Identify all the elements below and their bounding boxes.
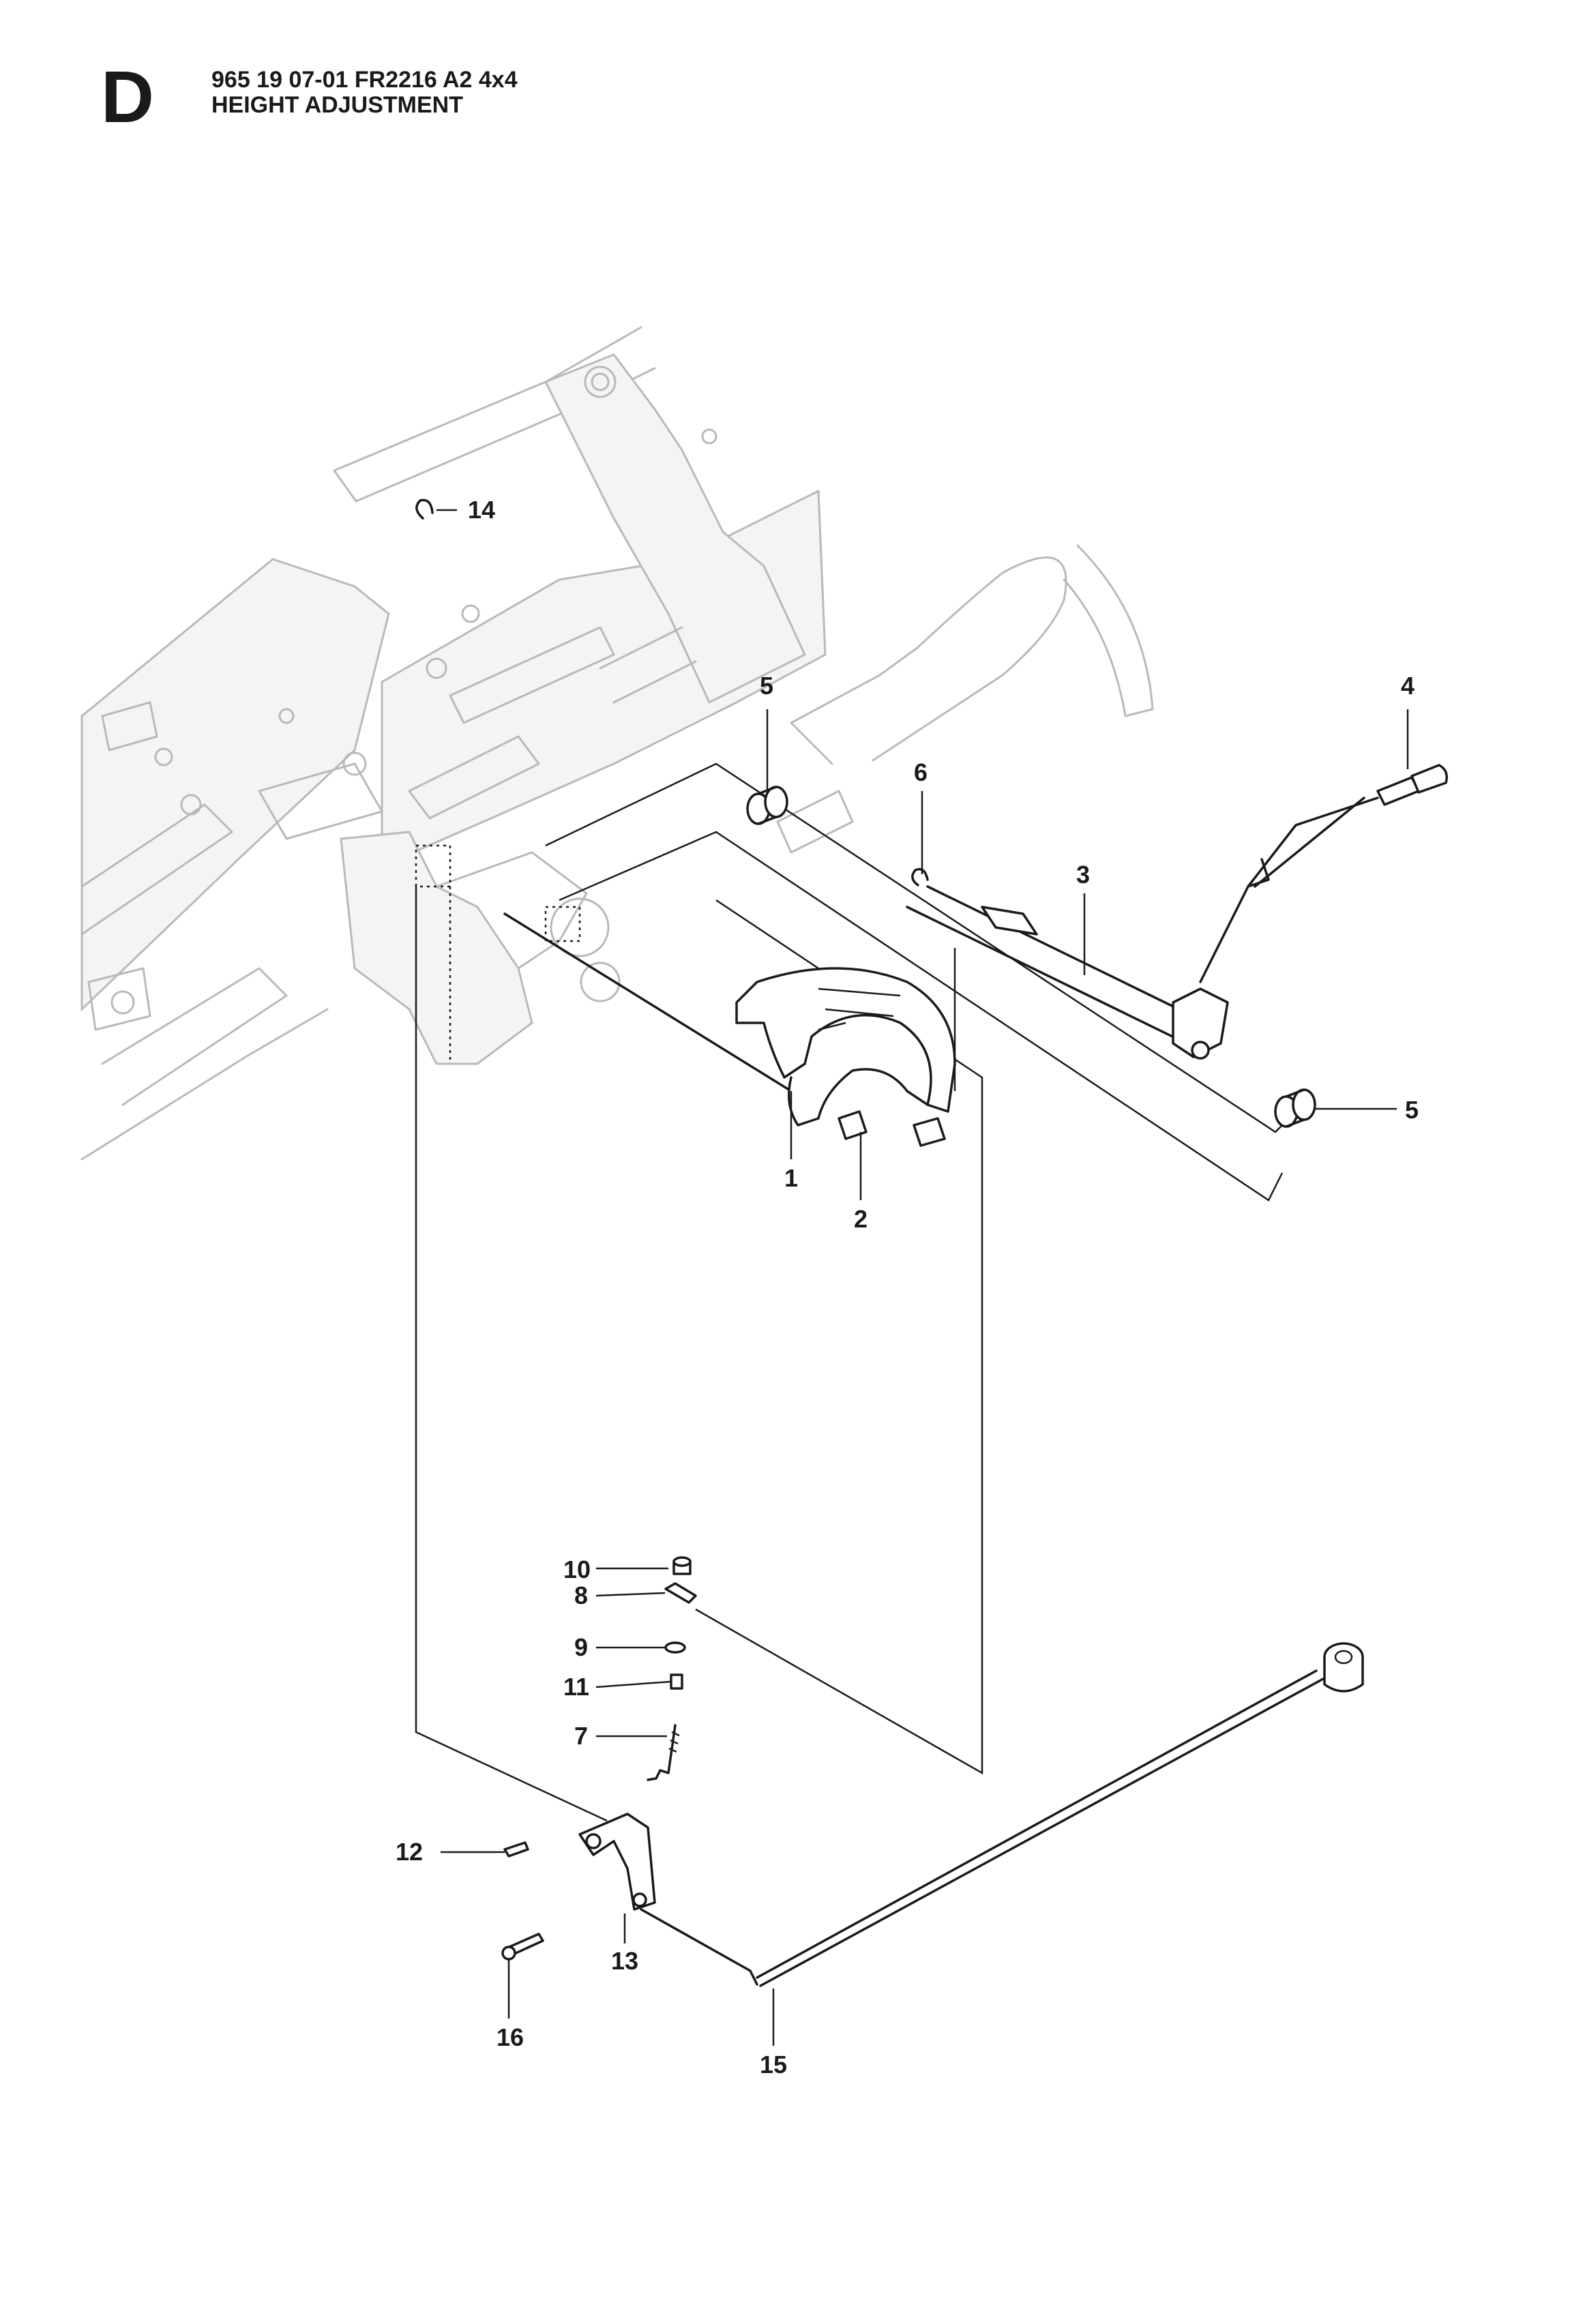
callout-14: 14: [468, 496, 495, 524]
parts-7-11-link-stack: [647, 1556, 697, 1781]
callout-5-lower: 5: [1405, 1096, 1419, 1124]
callout-10: 10: [563, 1555, 591, 1583]
callout-2: 2: [854, 1205, 868, 1233]
part-15-rod: [640, 1642, 1364, 1987]
part-12-pin: [503, 1841, 529, 1858]
callout-7: 7: [574, 1722, 588, 1750]
section-letter: D: [101, 55, 154, 138]
part-5-bushing-lower: [1274, 1088, 1316, 1128]
part-4-lever-grip: [1247, 764, 1448, 888]
callout-6: 6: [914, 758, 928, 786]
callout-4: 4: [1401, 672, 1414, 700]
part-16-pin: [501, 1933, 544, 1961]
model-number: 965 19 07-01 FR2216 A2 4x4: [211, 67, 518, 93]
tractor-frame-ghost: [80, 326, 1154, 1161]
callout-9: 9: [574, 1633, 588, 1661]
part-13-bracket: [578, 1813, 656, 1911]
callout-1: 1: [784, 1164, 798, 1192]
hidden-lines: [415, 844, 581, 1064]
callout-11: 11: [563, 1673, 589, 1701]
callout-16: 16: [497, 2023, 524, 2051]
assembly-guides: [415, 762, 1284, 1822]
callout-leaders: [436, 509, 1409, 2046]
callout-15: 15: [760, 2051, 787, 2079]
part-2-bolts: [838, 1110, 946, 1147]
part-5-bushing-upper: [746, 786, 788, 825]
part-6-clip: [911, 867, 929, 887]
callout-8: 8: [574, 1581, 588, 1609]
part-1-lift-shaft: [503, 912, 956, 1127]
callout-labels: 14 5 4 6 3 5 1 2 10 8 9 11 7 12 13 16 15: [396, 496, 1419, 2079]
callout-3: 3: [1076, 861, 1090, 889]
part-3-lever-assembly: [906, 796, 1365, 1060]
callout-13: 13: [611, 1947, 638, 1975]
callout-5-upper: 5: [760, 672, 773, 700]
diagram-title: HEIGHT ADJUSTMENT: [211, 92, 463, 118]
callout-12: 12: [396, 1838, 423, 1866]
part-14-clip: [415, 498, 434, 520]
